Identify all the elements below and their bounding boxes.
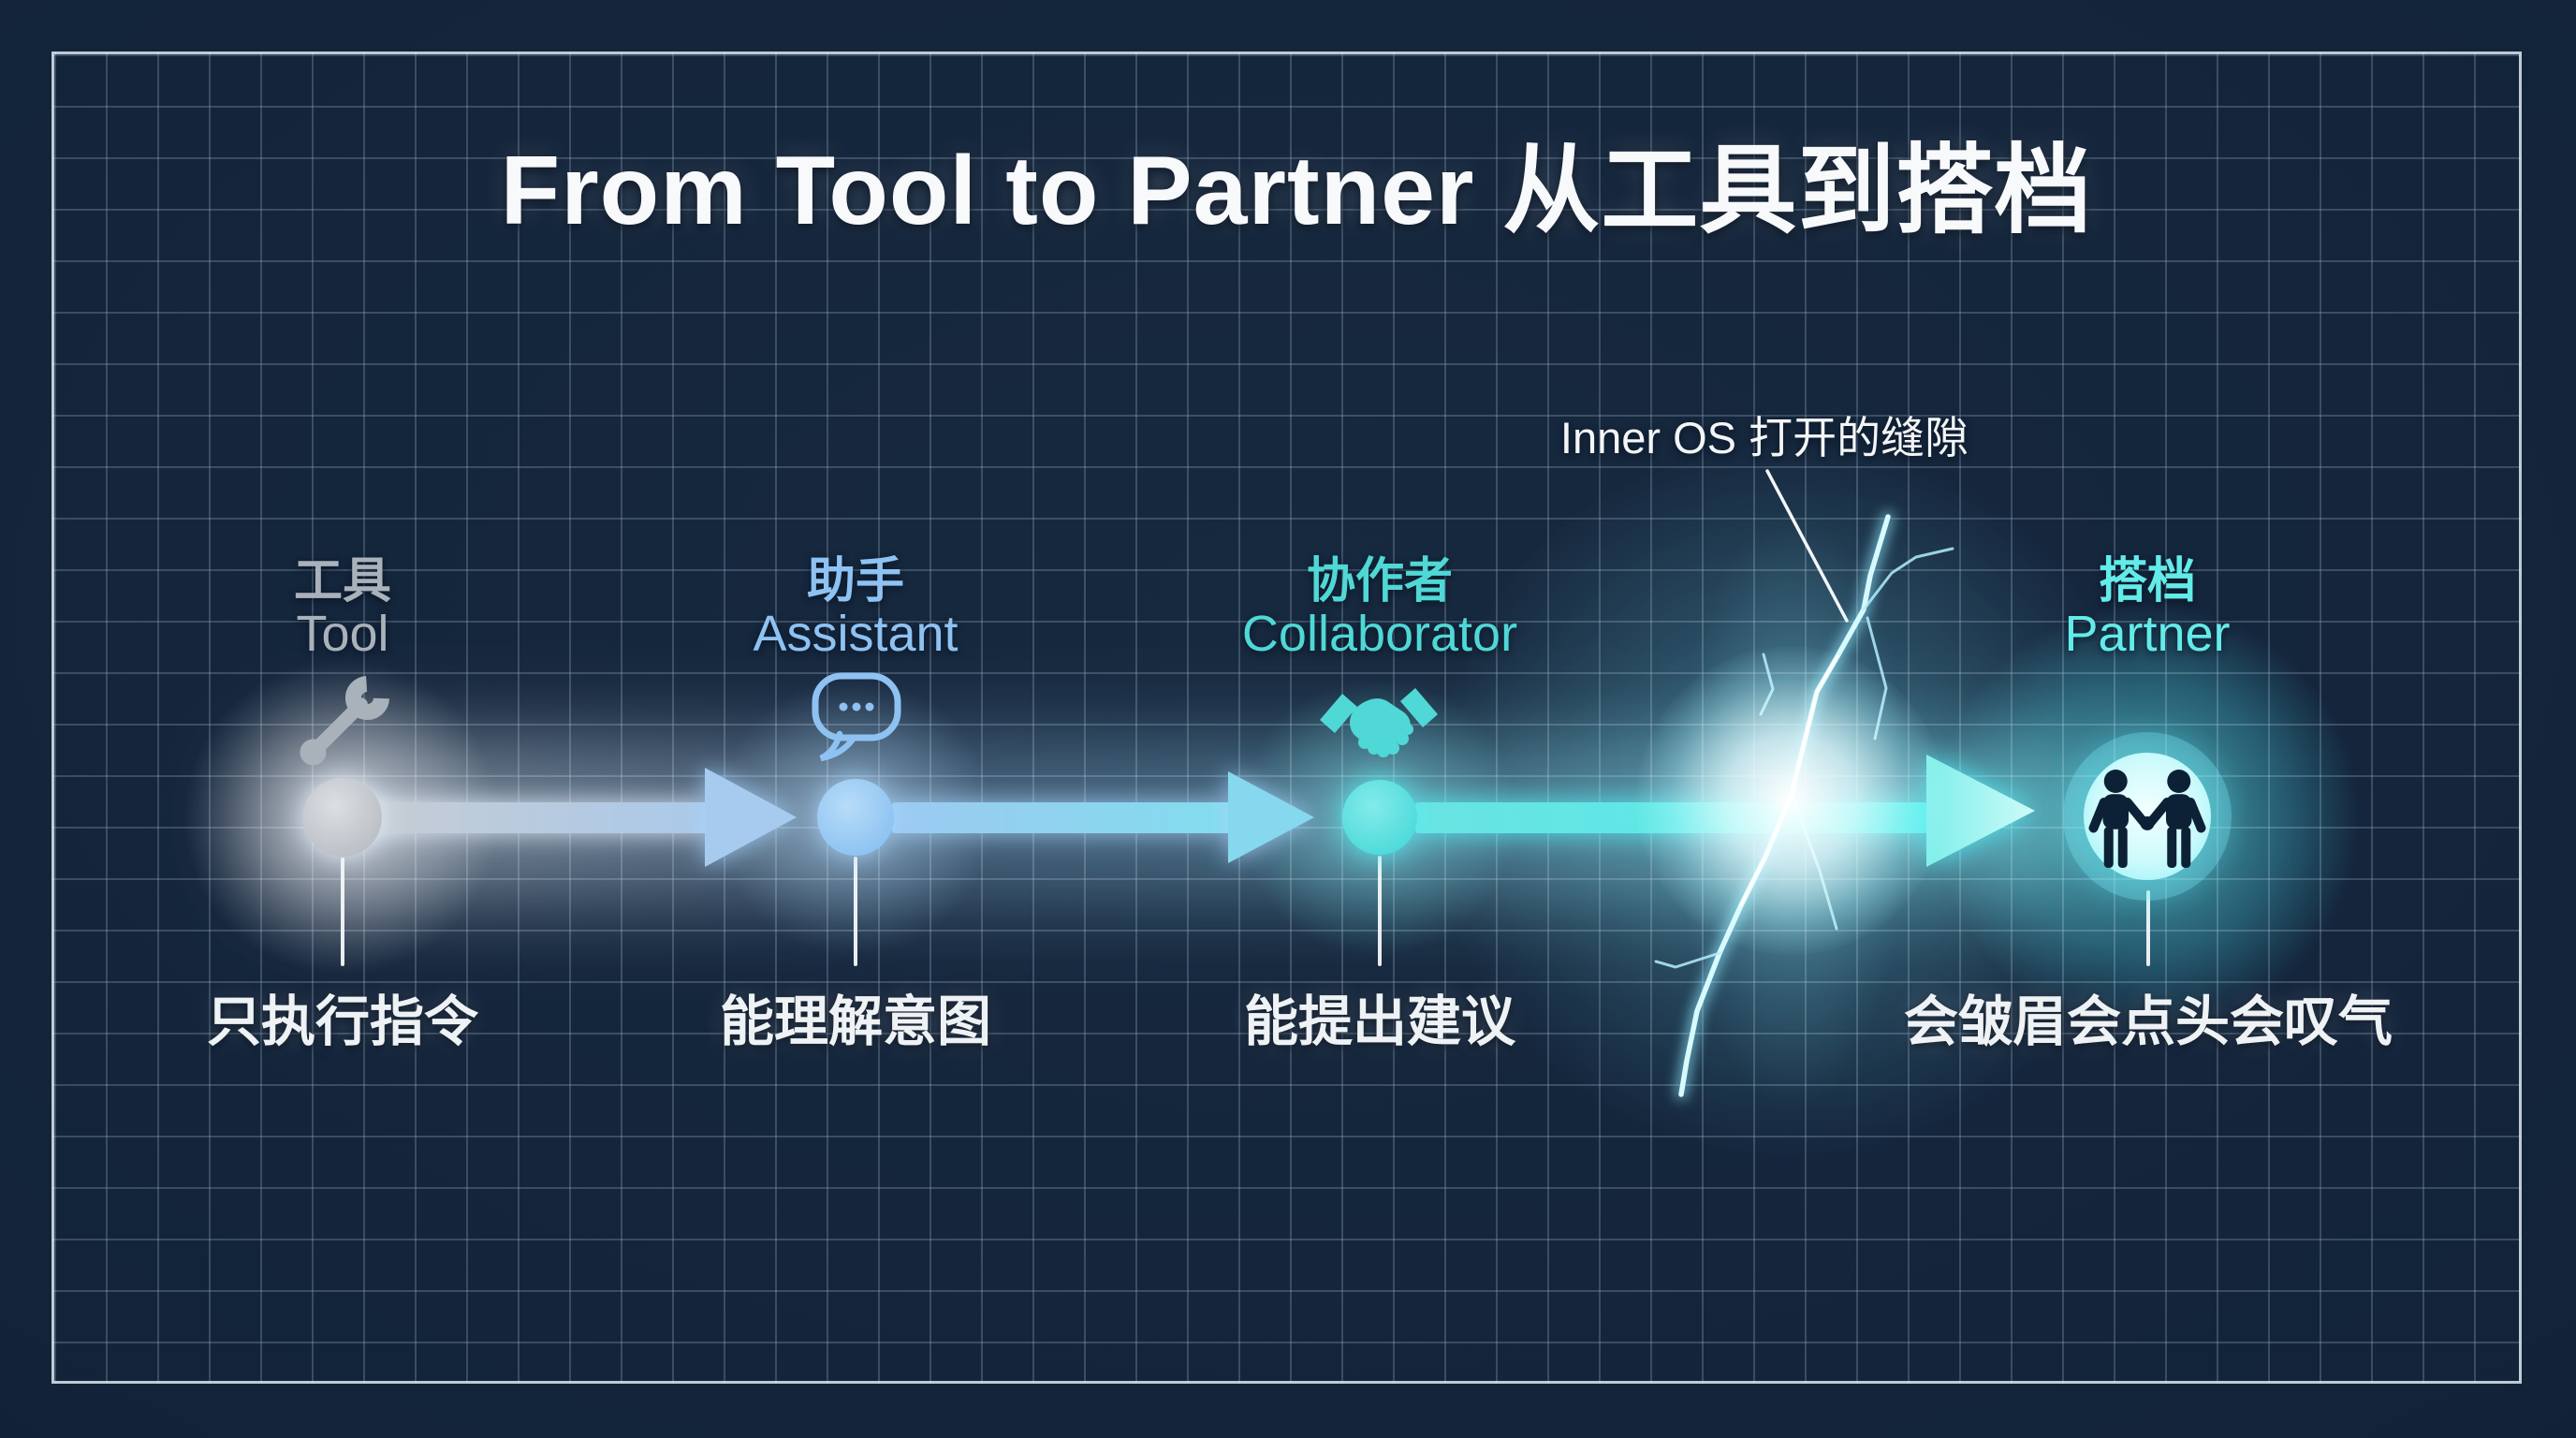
arrowhead-2	[1228, 771, 1314, 863]
partners-icon	[2077, 756, 2217, 896]
arrowhead-3	[1926, 755, 2035, 867]
stage-label-zh-partner: 搭档	[2098, 554, 2197, 609]
annotation-label: Inner OS 打开的缝隙	[1559, 413, 1969, 462]
wrench-icon	[287, 664, 400, 776]
arrow-shaft-2	[892, 802, 1231, 833]
node-assistant	[817, 779, 894, 856]
stage-caption-tool: 只执行指令	[206, 991, 479, 1052]
collision-flash	[1636, 646, 1945, 955]
stage-label-en-tool: Tool	[296, 606, 389, 662]
stage-label-zh-collaborator: 协作者	[1306, 554, 1454, 609]
page-title: From Tool to Partner 从工具到搭档	[500, 137, 2093, 245]
caption-connectors	[341, 856, 2150, 966]
stage-caption-collaborator: 能提出建议	[1243, 991, 1516, 1052]
node-tool	[303, 778, 382, 857]
stage-caption-partner: 会皱眉会点头会叹气	[1903, 991, 2393, 1052]
stage-label-en-assistant: Assistant	[753, 606, 959, 662]
stage-label-en-partner: Partner	[2064, 606, 2231, 662]
stage-label-zh-tool: 工具	[293, 554, 392, 609]
handshake-icon	[1318, 679, 1440, 763]
arrow-shaft-1	[342, 802, 709, 833]
annotation-pointer-line	[1765, 469, 1849, 623]
arrowhead-1	[705, 768, 797, 867]
node-collaborator	[1342, 780, 1417, 855]
stage-caption-assistant: 能理解意图	[719, 991, 992, 1052]
stage-label-zh-assistant: 助手	[806, 554, 905, 609]
speech-bubble-icon	[808, 667, 905, 764]
stage-label-en-collaborator: Collaborator	[1241, 606, 1518, 662]
